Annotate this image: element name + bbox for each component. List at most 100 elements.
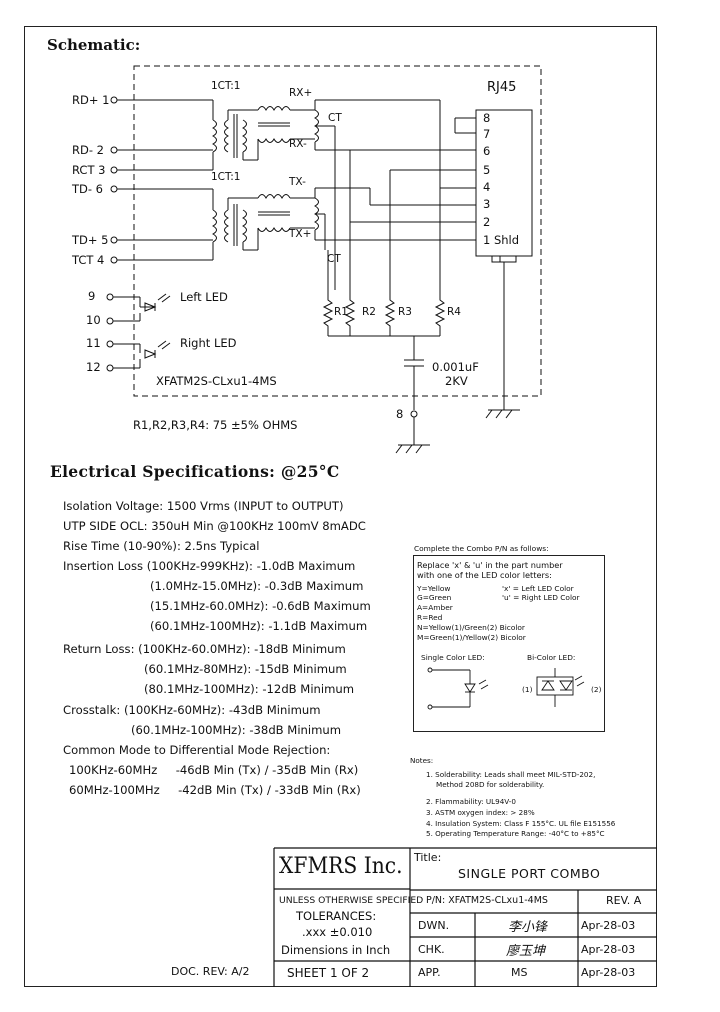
revision: REV. A — [606, 894, 642, 907]
spec-return-3: (80.1MHz-100MHz): -12dB Minimum — [144, 682, 355, 696]
title-value: SINGLE PORT COMBO — [458, 866, 601, 881]
top-transformer — [211, 100, 336, 290]
bottom-transformer — [211, 188, 326, 260]
ct-bottom-label: CT — [327, 253, 341, 265]
bicolor-pin-2: (2) — [591, 685, 602, 694]
color-red: R=Red — [417, 613, 443, 622]
drawing-border — [24, 26, 657, 987]
u-note: 'u' = Right LED Color — [502, 593, 580, 602]
note-5: 5. Operating Temperature Range: -40°C to… — [426, 829, 605, 838]
dwn-date: Apr-28-03 — [581, 919, 636, 932]
tolerances-label: TOLERANCES: — [296, 909, 377, 923]
note-1: 1. Solderability: Leads shall meet MIL-S… — [426, 770, 596, 779]
dwn-signature: 李小锋 — [508, 920, 548, 935]
led-pin-12: 12 — [86, 360, 101, 374]
capacitor-value: 0.001uF — [432, 360, 479, 374]
title-label: Title: — [414, 851, 442, 864]
notes-title: Notes: — [410, 756, 434, 765]
pin-rd-plus: RD+ 1 — [72, 93, 110, 107]
ct-top-label: CT — [328, 112, 342, 124]
spec-cmdm-1: 100KHz-60MHz -46dB Min (Tx) / -35dB Min … — [69, 763, 359, 777]
rj45-pin-1-shield: 1 Shld — [483, 233, 520, 247]
spec-return-1: Return Loss: (100KHz-60.0MHz): -18dB Min… — [63, 642, 346, 656]
color-yellow: Y=Yellow — [417, 584, 451, 593]
led-pin-10: 10 — [86, 313, 101, 327]
rx-minus-label: RX- — [289, 138, 307, 150]
capacitor — [395, 359, 430, 454]
rj45-pin-4: 4 — [483, 180, 491, 194]
rj45-pin-2: 2 — [483, 215, 491, 229]
rj45-pin-8: 8 — [483, 111, 491, 125]
spec-crosstalk-2: (60.1MHz-100MHz): -38dB Minimum — [131, 723, 342, 737]
single-led-symbol — [427, 667, 489, 710]
spec-insertion-4: (60.1MHz-100MHz): -1.1dB Maximum — [150, 619, 368, 633]
spec-cmdm-2: 60MHz-100MHz -42dB Min (Tx) / -33dB Min … — [69, 783, 361, 797]
spec-crosstalk-1: Crosstalk: (100KHz-60MHz): -43dB Minimum — [63, 703, 321, 717]
combo-intro-1: Replace 'x' & 'u' in the part number — [417, 560, 563, 570]
ratio-top: 1CT:1 — [211, 80, 241, 92]
left-led-label: Left LED — [180, 290, 228, 304]
color-amber: A=Amber — [417, 603, 453, 612]
unless-specified: UNLESS OTHERWISE SPECIFIED — [279, 895, 424, 906]
note-1-cont: Method 208D for solderability. — [436, 780, 545, 789]
tx-minus-label: TX- — [289, 176, 306, 188]
pin-td-plus: TD+ 5 — [72, 233, 109, 247]
spec-insertion-3: (15.1MHz-60.0MHz): -0.6dB Maximum — [150, 599, 371, 613]
sheet-number: SHEET 1 OF 2 — [287, 966, 370, 980]
spec-ocl: UTP SIDE OCL: 350uH Min @100KHz 100mV 8m… — [63, 519, 366, 533]
tolerance-value: .xxx ±0.010 — [302, 925, 373, 939]
color-bicolor-n: N=Yellow(1)/Green(2) Bicolor — [417, 623, 525, 632]
bicolor-led-symbol — [536, 668, 585, 707]
resistor-r1: R1 — [334, 306, 348, 318]
color-bicolor-m: M=Green(1)/Yellow(2) Bicolor — [417, 633, 526, 642]
capacitor-voltage: 2KV — [445, 374, 468, 388]
chassis-ground-symbol — [485, 409, 520, 419]
rj45-pin-5: 5 — [483, 163, 491, 177]
ground-pin-8: 8 — [396, 407, 404, 421]
note-3: 3. ASTM oxygen index: > 28% — [426, 808, 535, 817]
resistor-r2: R2 — [362, 306, 376, 318]
resistor-note: R1,R2,R3,R4: 75 ±5% OHMS — [133, 418, 298, 432]
spec-return-2: (60.1MHz-80MHz): -15dB Minimum — [144, 662, 347, 676]
rj45-pin-6: 6 — [483, 144, 491, 158]
combo-intro-2: with one of the LED color letters: — [417, 570, 552, 580]
resistor-r3: R3 — [398, 306, 412, 318]
termination-resistors — [322, 250, 446, 360]
spec-rise-time: Rise Time (10-90%): 2.5ns Typical — [63, 539, 260, 553]
doc-revision: DOC. REV: A/2 — [171, 965, 250, 978]
right-led-symbol — [106, 340, 171, 372]
schematic-diagram — [106, 65, 542, 454]
rj45-label: RJ45 — [487, 80, 517, 95]
color-green: G=Green — [417, 593, 452, 602]
combo-box — [413, 555, 605, 732]
schematic-title: Schematic: — [47, 36, 141, 54]
spec-insertion-2: (1.0MHz-15.0MHz): -0.3dB Maximum — [150, 579, 364, 593]
left-pin-leads — [110, 96, 213, 264]
resistor-r4: R4 — [447, 306, 461, 318]
app-label: APP. — [418, 966, 441, 979]
module-enclosure — [133, 65, 542, 397]
note-4: 4. Insulation System: Class F 155°C. UL … — [426, 819, 616, 828]
pin-rd-minus: RD- 2 — [72, 143, 104, 157]
rj45-pin-7: 7 — [483, 127, 491, 141]
led-pin-11: 11 — [86, 336, 101, 350]
chk-date: Apr-28-03 — [581, 943, 636, 956]
dimensions-note: Dimensions in Inch — [281, 943, 391, 957]
left-led-symbol — [106, 293, 171, 325]
note-2: 2. Flammability: UL94V-0 — [426, 797, 516, 806]
part-number-in-box: XFATM2S-CLxu1-4MS — [156, 374, 277, 388]
electrical-title: Electrical Specifications: @25°C — [50, 462, 340, 481]
led-pin-9: 9 — [88, 289, 96, 303]
bicolor-label: Bi-Color LED: — [527, 653, 576, 662]
rx-plus-label: RX+ — [289, 87, 313, 99]
spec-cmdm-title: Common Mode to Differential Mode Rejecti… — [63, 743, 331, 757]
pin-tct: TCT 4 — [72, 253, 105, 267]
part-number: P/N: XFATM2S-CLxu1-4MS — [426, 895, 548, 906]
rj45-pin-3: 3 — [483, 197, 491, 211]
pin-td-minus: TD- 6 — [72, 182, 104, 196]
bicolor-pin-1: (1) — [522, 685, 533, 694]
app-date: Apr-28-03 — [581, 966, 636, 979]
app-value: MS — [511, 966, 528, 979]
